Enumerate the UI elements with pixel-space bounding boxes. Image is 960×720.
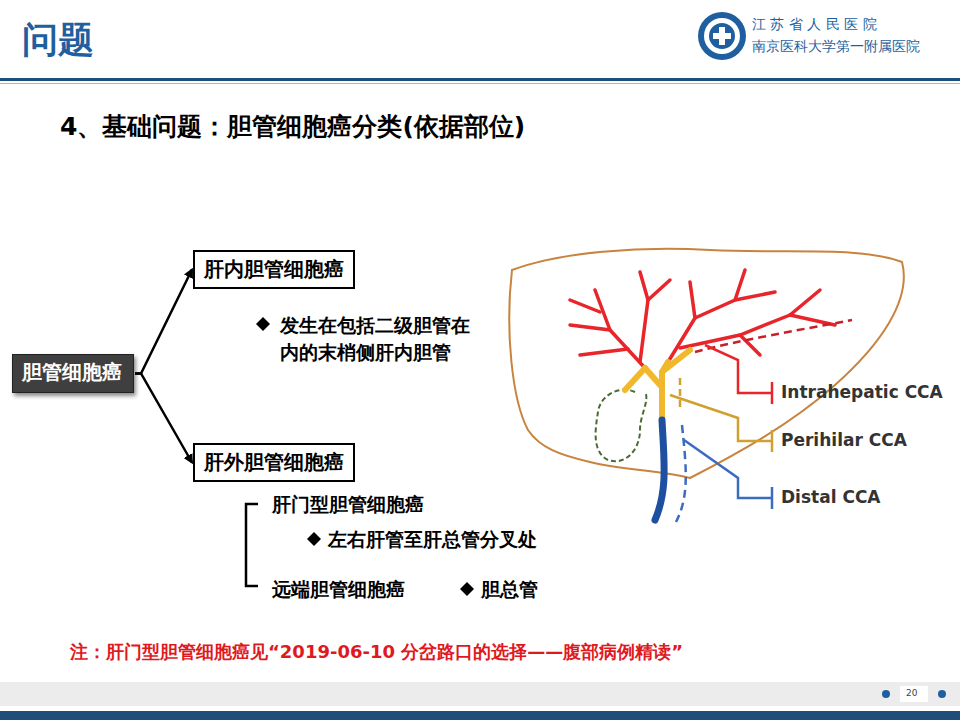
diagram-label: Distal CCA [781,487,881,507]
intrahepatic-dashed-extent [695,320,852,352]
hospital-logo [698,12,746,60]
bullet-text: 胆总管 [481,577,538,603]
bracket [246,504,258,586]
page-number-box [900,686,928,702]
subtype-label: 远端胆管细胞癌 [272,577,405,603]
box-text: 胆管细胞癌 [22,359,124,386]
perihilar-ducts [625,350,690,420]
footnote: 注：肝门型胆管细胞癌见“2019-06-10 分岔路口的选择——腹部病例精读” [70,640,683,664]
footer-dot [938,690,946,698]
hospital-name: 江 苏 省 人 民 医 院 [752,16,877,34]
distal-dashed-extent [676,425,686,522]
diagram-label: Perihilar CCA [781,430,907,450]
category-box: 肝内胆管细胞癌 [193,250,355,289]
common-bile-duct [655,420,664,520]
connector-arrow [135,374,192,463]
subtype-label: 肝门型胆管细胞癌 [272,492,424,518]
slide-heading: 4、基础问题：胆管细胞癌分类(依据部位) [60,110,525,143]
root-box: 胆管细胞癌 [12,354,134,393]
perihilar-dashed-extent [679,378,682,410]
footer-bar [0,711,960,720]
header-thin-rule [0,83,960,84]
category-box: 肝外胆管细胞癌 [193,443,355,482]
bullet-text: 左右肝管至肝总管分叉处 [328,527,537,553]
footer-band [0,682,960,706]
header-rule [0,78,960,81]
page-number: 20 [906,688,917,698]
leader-line [670,345,772,509]
gallbladder [596,390,647,462]
footer-dot [882,690,890,698]
diagram-label: Intrahepatic CCA [781,382,943,402]
box-text: 肝内胆管细胞癌 [204,256,344,283]
university-name: 南京医科大学第一附属医院 [752,38,920,56]
box-text: 肝外胆管细胞癌 [204,449,344,476]
page-title: 问题 [22,16,94,65]
intrahepatic-ducts [570,270,835,368]
connector-arrow [135,270,192,374]
bullet-text: 发生在包括二级胆管在内的末梢侧肝内胆管 [280,312,478,365]
